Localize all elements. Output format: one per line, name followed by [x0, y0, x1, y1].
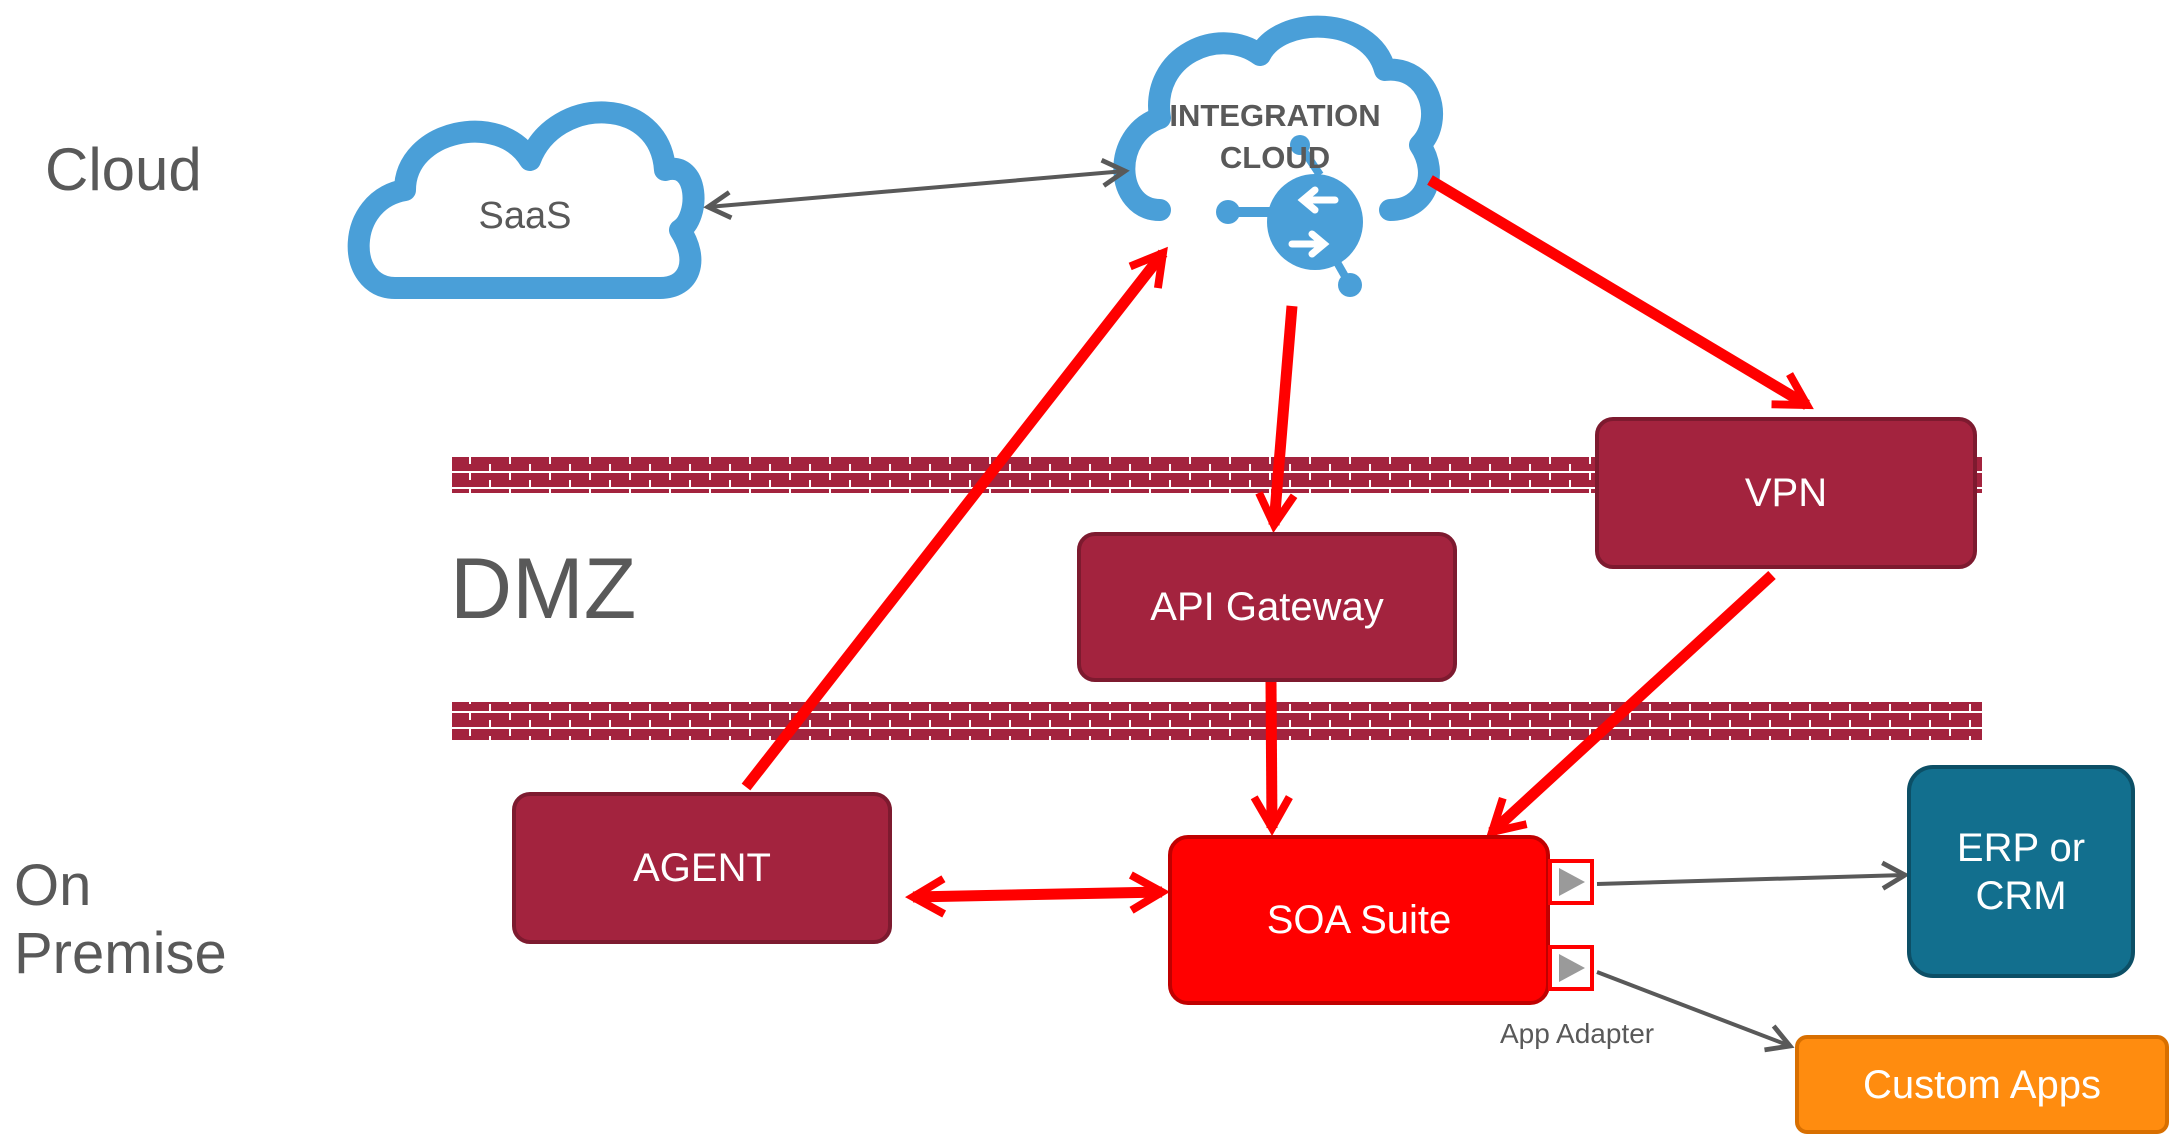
integration-cloud-icon: [1113, 15, 1444, 297]
custom-apps-box[interactable]: Custom Apps: [1795, 1035, 2169, 1134]
integration-to-vpn-arrow: [1427, 175, 1814, 410]
adapter-triangle-icon: [1559, 868, 1585, 896]
api-gateway-label: API Gateway: [1150, 585, 1384, 629]
app-adapter-port-custom[interactable]: [1548, 945, 1594, 991]
vpn-box[interactable]: VPN: [1595, 417, 1977, 569]
agent-soa-bidirectional-arrow: [905, 871, 1170, 918]
vpn-label: VPN: [1744, 471, 1828, 515]
saas-label: SaaS: [478, 195, 572, 237]
custom-apps-label: Custom Apps: [1863, 1062, 2101, 1107]
saas-integration-arrow: [703, 157, 1130, 221]
integration-cloud-label-line1: INTEGRATION: [1169, 98, 1381, 133]
soa-suite-box[interactable]: SOA Suite: [1168, 835, 1550, 1005]
zone-label-on-premise-line1: On: [14, 853, 92, 918]
erp-crm-label-line2: CRM: [1975, 873, 2067, 918]
erp-crm-box[interactable]: ERP or CRM: [1907, 765, 2135, 978]
integration-cloud-label: INTEGRATION CLOUD: [1150, 95, 1400, 179]
agent-to-integration-arrow: [741, 246, 1168, 791]
zone-label-on-premise: On Premise: [14, 852, 227, 989]
api-gateway-to-soa-arrow: [1250, 681, 1293, 836]
api-gateway-box[interactable]: API Gateway: [1077, 532, 1457, 682]
adapter-to-custom-apps-arrow: [1596, 970, 1795, 1053]
zone-label-cloud: Cloud: [45, 136, 202, 203]
soa-suite-label: SOA Suite: [1266, 898, 1452, 942]
adapter-to-erp-arrow: [1596, 860, 1910, 891]
saas-cloud-icon: [347, 101, 705, 299]
erp-crm-label-line1: ERP or: [1956, 825, 2086, 870]
vpn-to-soa-arrow: [1486, 570, 1776, 838]
zone-label-on-premise-line2: Premise: [14, 921, 227, 987]
agent-box[interactable]: AGENT: [512, 792, 892, 944]
zone-label-dmz: DMZ: [450, 541, 637, 637]
integration-cloud-label-line2: CLOUD: [1219, 139, 1331, 175]
app-adapter-port-erp[interactable]: [1548, 859, 1594, 905]
firewall-lower: [452, 702, 1982, 740]
adapter-triangle-icon: [1559, 954, 1585, 982]
app-adapter-caption: App Adapter: [1500, 1018, 1655, 1049]
integration-to-api-gateway-arrow: [1255, 305, 1298, 533]
agent-label: AGENT: [633, 846, 771, 890]
